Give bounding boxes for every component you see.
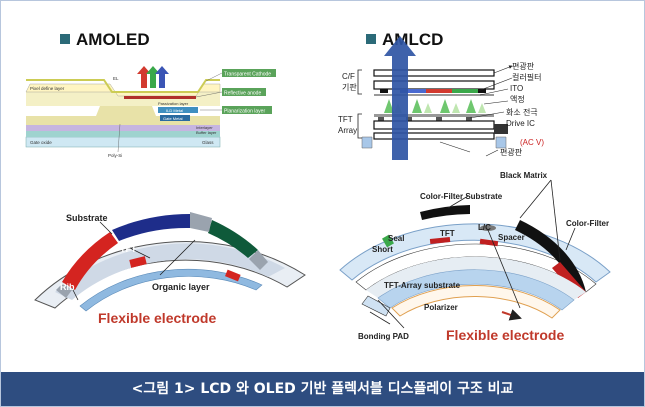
- label-tft: TFT: [338, 115, 353, 124]
- glass-layer: [25, 136, 221, 148]
- label-ild-metal: ILD Metal: [166, 108, 183, 113]
- diagram-canvas: Transparent Cathode Reflective anode Pla…: [25, 36, 611, 343]
- label-interlayer: Interlayer: [196, 125, 213, 130]
- label-gate-metal: Gate Metal: [163, 116, 183, 121]
- heading-square-icon: [366, 34, 376, 44]
- amoled-heading-text: AMOLED: [76, 30, 150, 49]
- label-bonding-pad: Bonding PAD: [358, 332, 409, 341]
- label-flexible-electrode-amoled: Flexible electrode: [98, 310, 216, 326]
- label-liquid-crystal: 액정: [510, 94, 525, 104]
- label-ac-v: (AC V): [520, 138, 544, 147]
- label-el: EL: [113, 76, 119, 81]
- tag-ild-metal: [158, 107, 198, 113]
- label-tft-amlcd: TFT: [440, 229, 455, 238]
- gate-oxide-layer: [26, 131, 220, 137]
- label-pixel-electrode: 화소 전극: [506, 107, 538, 117]
- bottom-polarizer: [373, 132, 495, 140]
- tag-planarization-layer: [222, 106, 272, 114]
- red-arrow-icon: [137, 66, 151, 88]
- caption-bar: <그림 1> LCD 와 OLED 기반 플렉서블 디스플레이 구조 비교: [1, 372, 644, 406]
- label-substrate: Substrate: [66, 213, 108, 223]
- label-tft-amoled: TFT: [120, 244, 137, 254]
- label-color-filter-substrate: Color-Filter Substrate: [420, 192, 503, 201]
- green-arrow-icon: [146, 66, 160, 88]
- figure-caption: <그림 1> LCD 와 OLED 기반 플렉서블 디스플레이 구조 비교: [131, 381, 514, 397]
- amoled-stack-diagram: Transparent Cathode Reflective anode Pla…: [25, 66, 276, 158]
- label-ito: ITO: [510, 84, 523, 93]
- backlight-arrow-icon: [384, 36, 416, 160]
- label-polarizer-flex: Polarizer: [424, 303, 458, 312]
- label-flexible-electrode-amlcd: Flexible electrode: [446, 327, 564, 343]
- tag-reflective-anode: [222, 88, 266, 96]
- label-pixel-define-layer: Pixel define layer: [30, 86, 65, 91]
- amlcd-flexible-diagram: Black Matrix Color-Filter Substrate Colo…: [339, 171, 611, 343]
- amlcd-stack-diagram: C/F 기판 TFT Array 편광판 컬러필터 ITO 액정 화소 전극 D…: [338, 36, 544, 160]
- anode-strip: [124, 96, 196, 99]
- label-lc: L/C: [478, 223, 491, 232]
- label-color-filter-flex: Color-Filter: [566, 219, 609, 228]
- label-cf: C/F: [342, 72, 355, 81]
- label-seal: Seal: [388, 234, 404, 243]
- polarizer-arc: [391, 285, 561, 319]
- label-cf-substrate: 기판: [342, 83, 357, 92]
- label-color-filter: 컬러필터: [512, 72, 541, 82]
- flexible-electrode-layer: [79, 268, 263, 312]
- label-tft-array-substrate: TFT-Array substrate: [384, 281, 461, 290]
- emission-arrows: [137, 66, 169, 88]
- label-planarization-layer: Planarization layer: [224, 109, 265, 115]
- interlayer-layer: [26, 125, 220, 131]
- blue-subpixel: [112, 213, 191, 241]
- label-spacer: Spacer: [498, 233, 525, 242]
- label-array: Array: [338, 126, 357, 135]
- label-polarizer-top: 편광판: [512, 61, 535, 71]
- blue-arrow-icon: [155, 66, 169, 88]
- tag-transparent-cathode: [222, 69, 276, 77]
- red-subpixel: [62, 232, 118, 290]
- amoled-heading: AMOLED: [60, 30, 150, 50]
- organic-layer-band: [55, 243, 285, 300]
- label-poly-si: Poly-Si: [108, 153, 122, 158]
- lc-layer: [366, 256, 586, 300]
- label-reflective-anode: Reflective anode: [224, 91, 261, 97]
- label-organic-layer: Organic layer: [152, 282, 210, 292]
- tft-array-substrate-arc: [377, 269, 575, 311]
- amoled-flexible-diagram: Substrate TFT Rib Organic layer Flexible…: [34, 212, 306, 326]
- tag-gate-metal: [160, 115, 190, 121]
- label-rib: Rib: [60, 282, 75, 292]
- label-polarizer-bottom: 편광판: [500, 147, 523, 157]
- label-short: Short: [372, 245, 393, 254]
- label-drive-ic: Drive IC: [506, 119, 535, 128]
- label-gate-oxide: Gate oxide: [30, 140, 52, 145]
- label-buffer-layer: Buffer layer: [196, 130, 217, 135]
- label-transparent-cathode: Transparent Cathode: [224, 72, 271, 78]
- heading-square-icon: [60, 34, 70, 44]
- label-black-matrix: Black Matrix: [500, 171, 548, 180]
- green-subpixel: [208, 220, 258, 258]
- drive-ic-chip: [494, 124, 508, 134]
- label-glass: Glass: [202, 140, 214, 145]
- label-passivation-layer: Passivation layer: [158, 101, 189, 106]
